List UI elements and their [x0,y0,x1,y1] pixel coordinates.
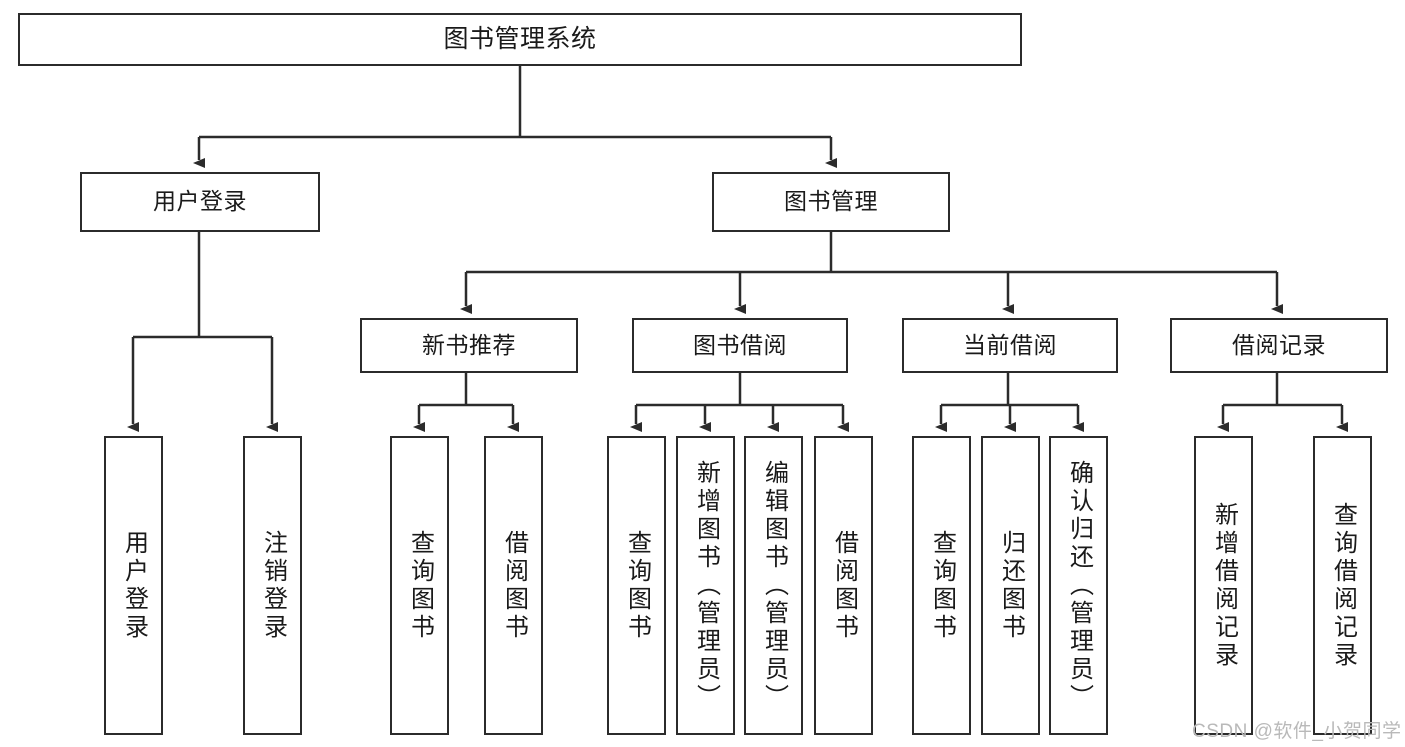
node-label: 查询图书 [623,529,651,642]
node-label: 图书管理系统 [443,24,597,53]
node-label: 查询图书 [928,529,956,642]
node-label: 借阅图书 [500,529,528,642]
node-label: 新书推荐 [422,331,516,358]
leaf-book-borrow-borrow-book[interactable]: 借阅图书 [814,436,873,735]
node-label: 查询图书 [406,529,434,642]
node-label: 查询借阅记录 [1329,501,1357,670]
node-root-book-management-system[interactable]: 图书管理系统 [18,13,1022,66]
leaf-current-borrow-query-book[interactable]: 查询图书 [912,436,971,735]
leaf-book-borrow-add-book-admin[interactable]: 新增图书（管理员） [676,436,735,735]
leaf-current-borrow-return-book[interactable]: 归还图书 [981,436,1040,735]
node-label: 用户登录 [153,188,247,215]
node-label: 注销登录 [259,529,287,642]
leaf-borrow-record-add-record[interactable]: 新增借阅记录 [1194,436,1253,735]
node-label: 新增图书（管理员） [692,459,720,712]
node-label: 借阅记录 [1232,331,1326,358]
node-new-book-recommend[interactable]: 新书推荐 [360,318,578,373]
node-label: 确认归还（管理员） [1065,459,1093,712]
node-book-borrow[interactable]: 图书借阅 [632,318,848,373]
node-label: 编辑图书（管理员） [760,459,788,712]
node-user-login[interactable]: 用户登录 [80,172,320,232]
node-label: 当前借阅 [963,331,1057,358]
leaf-book-borrow-edit-book-admin[interactable]: 编辑图书（管理员） [744,436,803,735]
node-label: 用户登录 [120,529,148,642]
leaf-current-borrow-confirm-return-admin[interactable]: 确认归还（管理员） [1049,436,1108,735]
leaf-book-borrow-query-book[interactable]: 查询图书 [607,436,666,735]
node-label: 归还图书 [997,529,1025,642]
node-label: 借阅图书 [830,529,858,642]
node-label: 图书借阅 [693,331,787,358]
node-borrow-record[interactable]: 借阅记录 [1170,318,1388,373]
leaf-new-book-borrow-book[interactable]: 借阅图书 [484,436,543,735]
node-book-management[interactable]: 图书管理 [712,172,950,232]
node-label: 图书管理 [784,188,878,215]
node-current-borrow[interactable]: 当前借阅 [902,318,1118,373]
leaf-user-login-login[interactable]: 用户登录 [104,436,163,735]
leaf-user-login-logout[interactable]: 注销登录 [243,436,302,735]
csdn-watermark: CSDN @软件_小贺同学 [1192,721,1402,742]
leaf-borrow-record-query-record[interactable]: 查询借阅记录 [1313,436,1372,735]
leaf-new-book-query-book[interactable]: 查询图书 [390,436,449,735]
node-label: 新增借阅记录 [1210,501,1238,670]
